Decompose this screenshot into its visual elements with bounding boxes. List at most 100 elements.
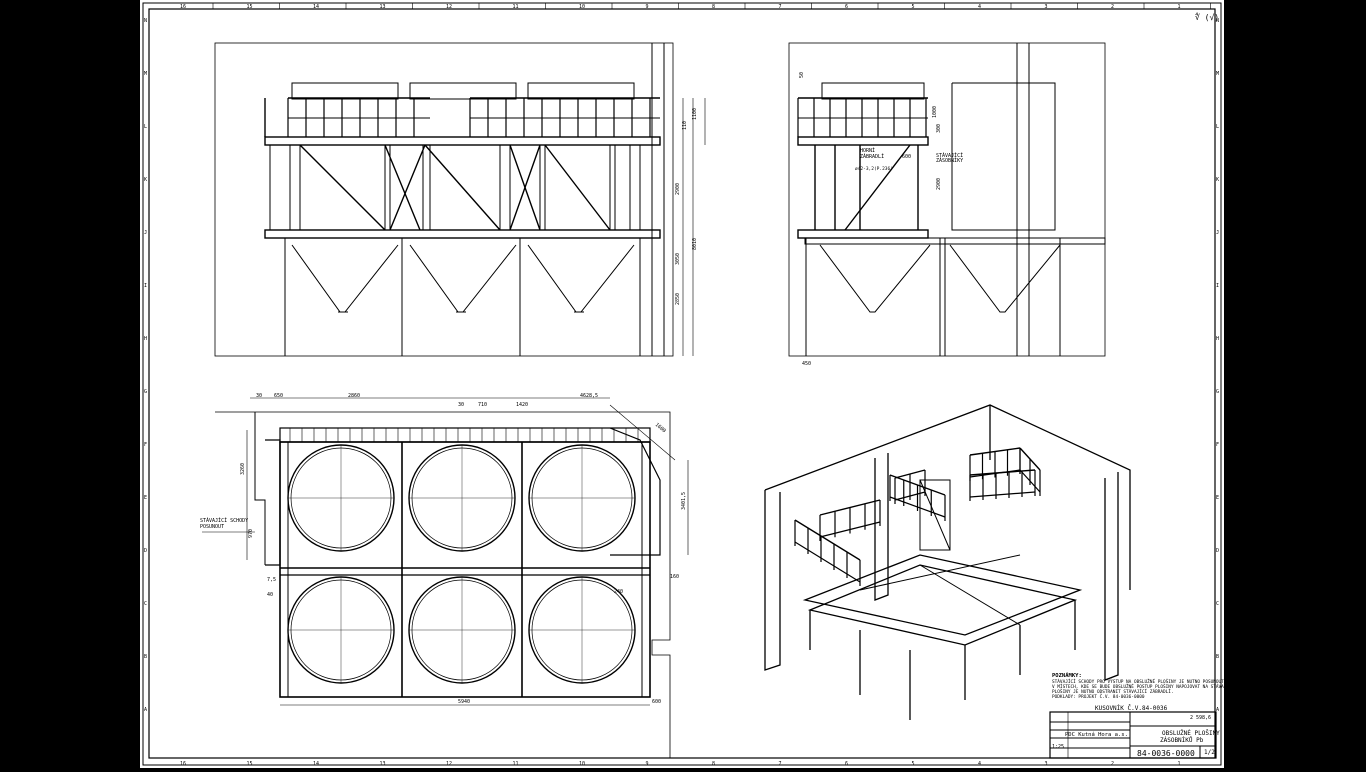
zone-letter: H bbox=[1216, 336, 1219, 342]
svg-text:1100: 1100 bbox=[692, 108, 698, 120]
svg-text:160: 160 bbox=[670, 574, 679, 580]
zone-letter: E bbox=[1216, 495, 1219, 501]
zone-letter: K bbox=[144, 177, 147, 183]
side-view: 50 1000 600 300 2900 450 HORNÍ ZÁBRADLÍ … bbox=[788, 42, 1106, 367]
svg-text:2900: 2900 bbox=[936, 178, 942, 190]
zone-letter: A bbox=[1216, 707, 1219, 713]
isometric-view bbox=[764, 404, 1131, 720]
zone-letter: G bbox=[1216, 389, 1219, 395]
zone-letter: M bbox=[144, 71, 147, 77]
svg-text:4628,5: 4628,5 bbox=[580, 393, 598, 399]
zone-number: 16 bbox=[180, 761, 186, 767]
svg-text:STÁVAJÍCÍ SCHODY PRO VÝSTUP NA: STÁVAJÍCÍ SCHODY PRO VÝSTUP NA OBSLUŽNÉ … bbox=[1052, 677, 1224, 685]
svg-text:3260: 3260 bbox=[240, 463, 246, 475]
svg-text:2900: 2900 bbox=[675, 183, 681, 195]
zone-number: 11 bbox=[513, 4, 519, 10]
svg-text:240: 240 bbox=[614, 589, 623, 595]
zone-letter: H bbox=[144, 336, 147, 342]
svg-text:1/2: 1/2 bbox=[1204, 749, 1215, 756]
zone-letter: J bbox=[1216, 230, 1219, 236]
svg-text:1000: 1000 bbox=[932, 106, 938, 118]
zone-letter: N bbox=[1216, 18, 1219, 24]
zone-number: 5 bbox=[912, 4, 915, 10]
svg-text:ZÁSOBNÍKŮ Pb: ZÁSOBNÍKŮ Pb bbox=[1160, 736, 1204, 744]
svg-text:KUSOVNÍK Č.V.84-0036: KUSOVNÍK Č.V.84-0036 bbox=[1095, 704, 1168, 712]
zone-number: 2 bbox=[1111, 761, 1114, 767]
zone-number: 12 bbox=[446, 761, 452, 767]
outer-border bbox=[142, 2, 1222, 766]
front-columns bbox=[269, 145, 641, 230]
zone-letter: F bbox=[144, 442, 147, 448]
svg-text:3401,5: 3401,5 bbox=[681, 492, 687, 510]
svg-text:1:25: 1:25 bbox=[1052, 744, 1064, 750]
svg-text:7,5: 7,5 bbox=[267, 577, 276, 583]
svg-text:2850: 2850 bbox=[675, 293, 681, 305]
zone-letter: M bbox=[1216, 71, 1219, 77]
svg-text:POSUNOUT: POSUNOUT bbox=[200, 524, 224, 530]
zone-number: 10 bbox=[579, 4, 585, 10]
svg-text:600: 600 bbox=[652, 699, 661, 705]
zone-number: 6 bbox=[845, 4, 848, 10]
zone-number: 13 bbox=[380, 761, 386, 767]
zone-number: 2 bbox=[1111, 4, 1114, 10]
svg-text:300: 300 bbox=[936, 124, 942, 133]
svg-text:ø42-3,2(P.236): ø42-3,2(P.236) bbox=[855, 166, 893, 172]
svg-text:2 598,6: 2 598,6 bbox=[1190, 715, 1211, 721]
zone-number: 7 bbox=[779, 4, 782, 10]
svg-text:V MÍSTECH, KDE SE BUDE OBSLUŽN: V MÍSTECH, KDE SE BUDE OBSLUŽNÉ POSTUP P… bbox=[1052, 682, 1224, 690]
zone-number: 12 bbox=[446, 4, 452, 10]
plan-view: 1600 30 650 2860 30 710 1420 4628,5 5940… bbox=[200, 393, 689, 758]
zone-number: 16 bbox=[180, 4, 186, 10]
zone-letter: A bbox=[144, 707, 147, 713]
zone-number: 4 bbox=[978, 761, 981, 767]
svg-text:HORNÍ: HORNÍ bbox=[860, 146, 875, 154]
side-railing bbox=[797, 97, 928, 137]
zone-number: 9 bbox=[646, 761, 649, 767]
svg-text:1600: 1600 bbox=[654, 422, 667, 434]
zone-number: 13 bbox=[380, 4, 386, 10]
svg-text:8010: 8010 bbox=[692, 238, 698, 250]
zone-letter: L bbox=[144, 124, 147, 130]
technical-drawing: 1616151514141313121211111010998877665544… bbox=[142, 2, 1235, 767]
svg-text:600: 600 bbox=[902, 154, 911, 160]
svg-text:5940: 5940 bbox=[458, 699, 470, 705]
svg-text:30: 30 bbox=[256, 393, 262, 399]
svg-text:970: 970 bbox=[248, 529, 254, 538]
inner-border bbox=[148, 8, 1216, 759]
zone-number: 8 bbox=[712, 4, 715, 10]
svg-text:PODKLADY: PROJEKT Č.V. 84-0036: PODKLADY: PROJEKT Č.V. 84-0036-0000 bbox=[1052, 693, 1145, 700]
zone-number: 1 bbox=[1178, 761, 1181, 767]
zone-number: 8 bbox=[712, 761, 715, 767]
svg-text:450: 450 bbox=[802, 361, 811, 367]
svg-text:710: 710 bbox=[478, 402, 487, 408]
svg-text:110: 110 bbox=[682, 121, 688, 130]
zone-letter: B bbox=[1216, 654, 1219, 660]
zone-number: 6 bbox=[845, 761, 848, 767]
zone-letter: I bbox=[144, 283, 147, 289]
svg-text:PLOŠINY JE NUTNO ODSTRANIT STÁ: PLOŠINY JE NUTNO ODSTRANIT STÁVAJÍCÍ ZÁB… bbox=[1052, 687, 1174, 695]
svg-text:1420: 1420 bbox=[516, 402, 528, 408]
zone-number: 3 bbox=[1045, 761, 1048, 767]
zone-number: 1 bbox=[1178, 4, 1181, 10]
zone-letter: F bbox=[1216, 442, 1219, 448]
front-railing bbox=[264, 97, 660, 137]
svg-text:30: 30 bbox=[458, 402, 464, 408]
zone-number: 15 bbox=[247, 4, 253, 10]
zone-number: 14 bbox=[313, 761, 319, 767]
zone-number: 11 bbox=[513, 761, 519, 767]
zone-number: 15 bbox=[247, 761, 253, 767]
iso-railings bbox=[794, 447, 1041, 586]
hopper-circles bbox=[287, 428, 639, 684]
zone-letter: B bbox=[144, 654, 147, 660]
zone-letter: D bbox=[1216, 548, 1219, 554]
front-view: 1100 110 2900 8010 3050 2850 bbox=[214, 42, 706, 357]
svg-text:OBSLUŽNÉ PLOŠINY: OBSLUŽNÉ PLOŠINY bbox=[1162, 729, 1220, 737]
svg-text:ZÁBRADLÍ: ZÁBRADLÍ bbox=[860, 152, 884, 160]
zone-letter: L bbox=[1216, 124, 1219, 130]
zone-number: 5 bbox=[912, 761, 915, 767]
zone-number: 9 bbox=[646, 4, 649, 10]
zone-letter: I bbox=[1216, 283, 1219, 289]
svg-text:3050: 3050 bbox=[675, 253, 681, 265]
